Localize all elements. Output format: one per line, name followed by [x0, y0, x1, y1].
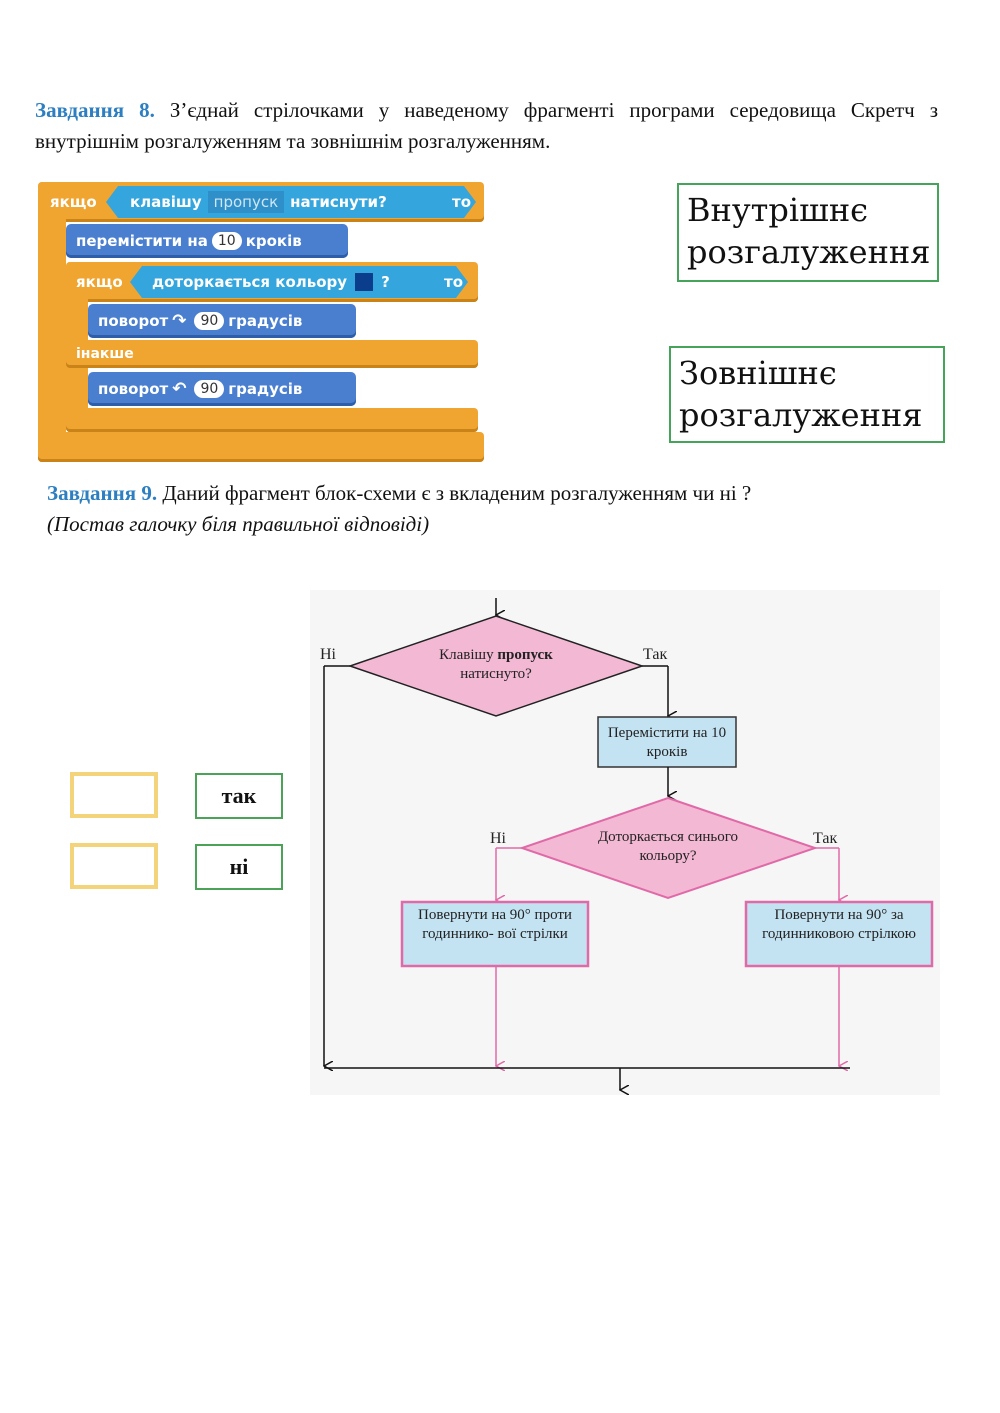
outer-branch-box[interactable]: Зовнішнє розгалуження	[669, 346, 945, 443]
condition-2-text: Доторкається синього кольору?	[597, 829, 739, 864]
condition-1-word: Клавішу	[439, 647, 494, 663]
answer-no-label: ні	[229, 854, 249, 879]
move-text: Перемістити на 10 кроків	[607, 725, 727, 760]
move-block: перемістити на 10 кроків	[66, 224, 348, 258]
move-process-box	[597, 716, 737, 768]
turn-left-unit: градусів	[228, 380, 303, 398]
touch-label: доторкається кольору	[152, 273, 348, 291]
move-unit: кроків	[245, 232, 302, 250]
turn-right-degrees[interactable]: 90	[194, 312, 225, 330]
condition-1-key: пропуск	[497, 647, 553, 663]
turn-left-process-box	[400, 900, 590, 968]
inner-else-bar	[66, 340, 478, 368]
answer-no-label-box: ні	[195, 844, 283, 890]
outer-then-keyword: то	[452, 193, 471, 211]
turn-right-text: Повернути на 90° за годинниковою стрілко…	[762, 907, 916, 942]
key-label: клавішу	[130, 193, 202, 211]
inner-branch-label: Внутрішнє розгалуження	[687, 191, 931, 271]
turn-left-degrees[interactable]: 90	[194, 380, 225, 398]
color-swatch[interactable]	[355, 273, 373, 291]
key-pressed-block: клавішу пропуск натиснути?	[106, 186, 476, 218]
turn-left-block: поворот ↶ 90 градусів	[88, 372, 356, 406]
touch-q: ?	[381, 273, 390, 291]
outer-if-bottom	[38, 432, 484, 462]
inner-if-keyword: якщо	[76, 273, 123, 291]
inner-if-bottom	[66, 408, 478, 432]
condition-1-diamond	[347, 615, 645, 717]
turn-left-text: Повернути на 90° проти годиннико- вої ст…	[418, 907, 572, 942]
touching-color-block: доторкається кольору ?	[130, 266, 468, 298]
outer-if-keyword: якщо	[50, 193, 97, 211]
pressed-label: натиснути?	[290, 193, 387, 211]
turn-left-label: поворот	[98, 380, 169, 398]
answer-yes-checkbox[interactable]	[70, 772, 158, 818]
scratch-program: якщо клавішу пропуск натиснути? то перем…	[38, 178, 488, 466]
inner-then-keyword: то	[444, 273, 463, 291]
condition-2-diamond	[518, 796, 819, 900]
move-steps-input[interactable]: 10	[211, 232, 242, 250]
yes-1-label: Так	[643, 646, 668, 663]
task-8: Завдання 8. З’єднай стрілочками у наведе…	[35, 95, 938, 157]
answer-no-checkbox[interactable]	[70, 843, 158, 889]
flowchart-lines	[310, 598, 934, 1095]
turn-right-block: поворот ↷ 90 градусів	[88, 304, 356, 338]
task-9-number: Завдання 9.	[47, 481, 158, 505]
task-8-text: З’єднай стрілочками у наведеному фрагмен…	[35, 98, 938, 153]
task-9-note: (Постав галочку біля правильної відповід…	[47, 512, 430, 536]
turn-right-label: поворот	[98, 312, 169, 330]
turn-right-process-box	[744, 900, 934, 968]
no-1-label: Ні	[320, 646, 336, 663]
task-9-text: Даний фрагмент блок-схеми є з вкладеним …	[162, 481, 752, 505]
move-label: перемістити на	[76, 232, 208, 250]
task-8-number: Завдання 8.	[35, 98, 155, 122]
outer-if-left	[38, 182, 66, 462]
no-2-label: Ні	[490, 830, 506, 847]
inner-branch-box[interactable]: Внутрішнє розгалуження	[677, 183, 939, 282]
yes-2-label: Так	[813, 830, 838, 847]
turn-left-icon: ↶	[172, 379, 187, 399]
condition-1-pressed: натиснуто?	[460, 666, 532, 682]
answer-yes-label: так	[221, 783, 257, 808]
condition-1-text: Клавішу пропуск натиснуто?	[410, 646, 582, 684]
key-dropdown[interactable]: пропуск	[208, 191, 285, 213]
turn-right-icon: ↷	[172, 311, 187, 331]
else-keyword: інакше	[76, 346, 134, 362]
flowchart: Клавішу пропуск натиснуто? Ні Так Перемі…	[310, 590, 940, 1095]
answer-yes-label-box: так	[195, 773, 283, 819]
outer-branch-label: Зовнішнє розгалуження	[679, 354, 923, 434]
turn-right-unit: градусів	[228, 312, 303, 330]
task-9: Завдання 9. Даний фрагмент блок-схеми є …	[47, 478, 971, 540]
